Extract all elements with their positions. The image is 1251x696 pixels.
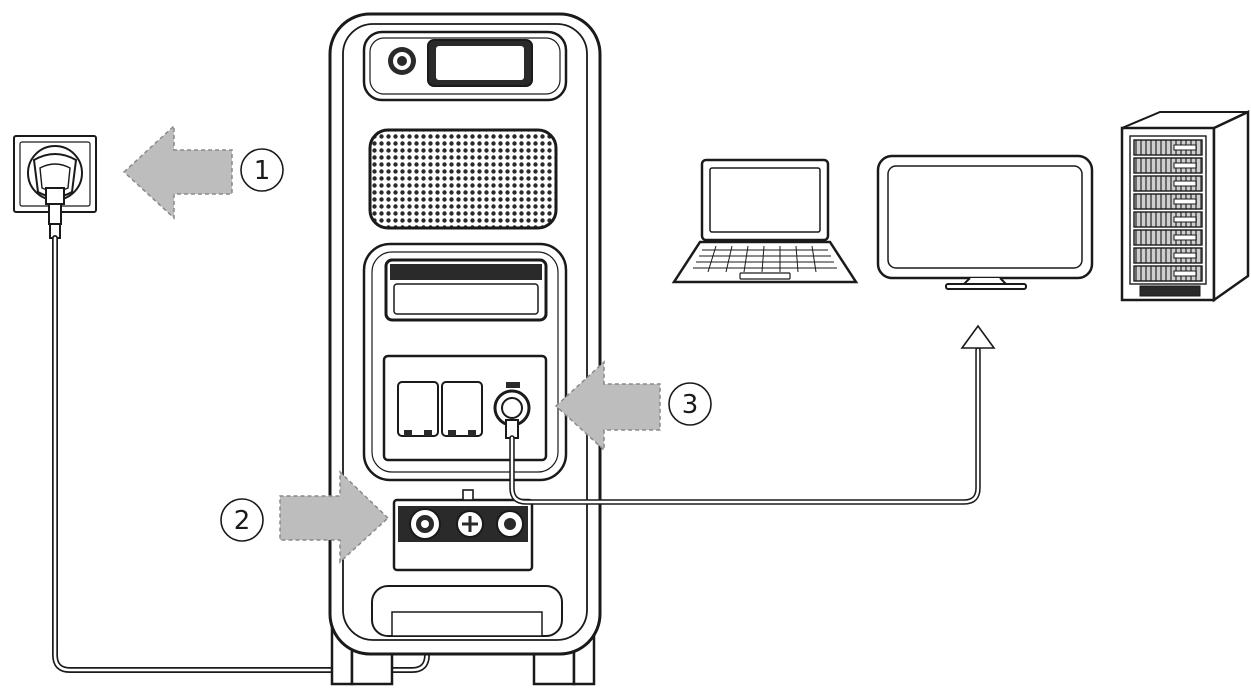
output-arrowhead	[960, 324, 996, 349]
monitor-icon	[876, 154, 1094, 290]
laptop-icon	[671, 158, 859, 284]
step-3-marker: 3	[668, 382, 712, 426]
step-2-arrow	[279, 470, 390, 564]
step-2-marker: 2	[220, 498, 264, 542]
step-2-number: 2	[234, 506, 251, 536]
wall-socket-icon	[13, 135, 97, 239]
step-3-arrow	[554, 360, 661, 452]
step-1-arrow	[122, 124, 233, 220]
step-3-number: 3	[682, 390, 699, 420]
server-rack-icon	[1120, 110, 1250, 303]
step-1-marker: 1	[240, 148, 284, 192]
power-station	[328, 12, 602, 686]
step-1-number: 1	[254, 156, 271, 186]
